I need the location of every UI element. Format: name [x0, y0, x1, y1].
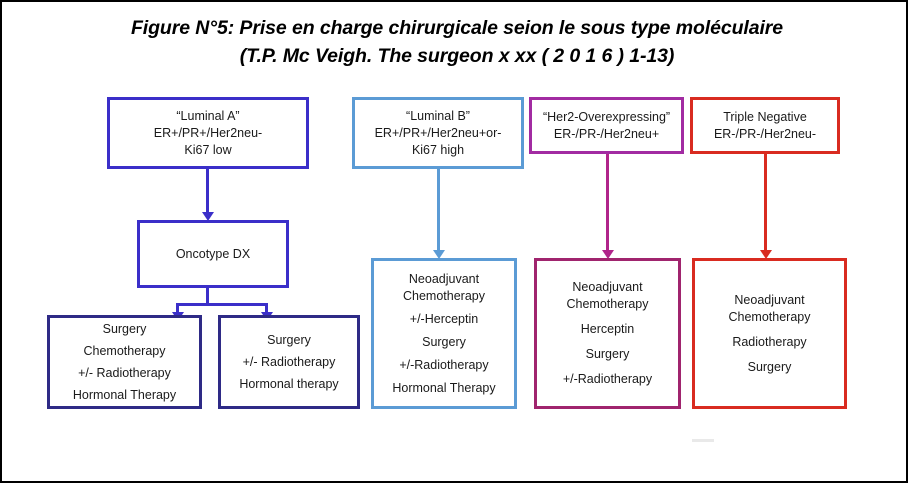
connector-her2-to-treatment: [606, 154, 609, 253]
connector-oncotype-stem: [206, 288, 209, 306]
figure-title: Figure N°5: Prise en charge chirurgicale…: [72, 14, 842, 70]
treatment-tn-line-3: Radiotherapy: [732, 334, 807, 349]
connector-oncotype-left-drop: [176, 303, 179, 315]
subtype-her2-line-2: ER-/PR-/Her2neu+: [553, 126, 660, 141]
treatment-her2-line-5: +/-Radiotherapy: [562, 372, 653, 386]
treatment-tn-line-4: Surgery: [747, 359, 792, 374]
treatment-la-high-line-2: +/- Radiotherapy: [242, 354, 336, 369]
figure-title-line-1: Figure N°5: Prise en charge chirurgicale…: [130, 17, 784, 39]
treatment-tn-line-1: Neoadjuvant: [734, 292, 805, 307]
treatment-la-low-line-2: Chemotherapy: [83, 343, 166, 358]
treatment-lb-line-2: Chemotherapy: [403, 288, 485, 303]
subtype-luminal-a-line-3: Ki67 low: [184, 142, 232, 157]
treatment-lb-line-6: Hormonal Therapy: [392, 380, 496, 395]
arrowhead-her2: [601, 250, 614, 259]
treatment-la-low-line-3: +/- Radiotherapy: [78, 365, 171, 380]
subtype-triple-negative-line-2: ER-/PR-/Her2neu-: [713, 126, 817, 141]
treatment-box-triple-negative: Neoadjuvant Chemotherapy Radiotherapy Su…: [692, 258, 847, 409]
subtype-box-luminal-b: “Luminal B” ER+/PR+/Her2neu+or- Ki67 hig…: [352, 97, 524, 169]
treatment-lb-line-1: Neoadjuvant: [408, 271, 480, 286]
subtype-luminal-a-line-2: ER+/PR+/Her2neu-: [153, 125, 263, 140]
treatment-box-her2: Neoadjuvant Chemotherapy Herceptin Surge…: [534, 258, 681, 409]
subtype-luminal-b-line-1: “Luminal B”: [406, 108, 470, 123]
arrowhead-luminal-a-to-oncotype: [201, 212, 214, 221]
subtype-luminal-a-line-1: “Luminal A”: [176, 108, 240, 123]
page-artifact: [692, 439, 714, 442]
treatment-tn-line-2: Chemotherapy: [728, 309, 811, 324]
connector-luminal-a-to-oncotype: [206, 169, 209, 215]
treatment-la-high-line-1: Surgery: [267, 332, 311, 347]
treatment-her2-line-3: Herceptin: [580, 322, 635, 336]
oncotype-dx-label: Oncotype DX: [175, 246, 251, 261]
treatment-la-low-line-4: Hormonal Therapy: [72, 387, 177, 402]
connector-triple-negative-to-treatment: [764, 154, 767, 253]
treatment-her2-line-4: Surgery: [585, 347, 630, 361]
arrowhead-triple-negative: [759, 250, 772, 259]
treatment-lb-line-3: +/-Herceptin: [409, 311, 479, 326]
treatment-lb-line-5: +/-Radiotherapy: [399, 357, 489, 372]
treatment-box-luminal-b: Neoadjuvant Chemotherapy +/-Herceptin Su…: [371, 258, 517, 409]
treatment-la-high-line-3: Hormonal therapy: [239, 376, 339, 391]
subtype-luminal-b-line-2: ER+/PR+/Her2neu+or-: [374, 125, 502, 140]
subtype-box-her2-overexpressing: “Her2-Overexpressing” ER-/PR-/Her2neu+: [529, 97, 684, 154]
treatment-la-low-line-1: Surgery: [102, 321, 147, 336]
treatment-her2-line-2: Chemotherapy: [566, 297, 649, 311]
treatment-box-luminal-a-low-risk: Surgery Chemotherapy +/- Radiotherapy Ho…: [47, 315, 202, 409]
subtype-box-luminal-a: “Luminal A” ER+/PR+/Her2neu- Ki67 low: [107, 97, 309, 169]
figure-title-line-2: (T.P. Mc Veigh. The surgeon x xx ( 2 0 1…: [239, 45, 675, 67]
oncotype-dx-box: Oncotype DX: [137, 220, 289, 288]
subtype-triple-negative-line-1: Triple Negative: [723, 109, 807, 124]
subtype-luminal-b-line-3: Ki67 high: [411, 142, 465, 157]
subtype-her2-line-1: “Her2-Overexpressing”: [542, 109, 671, 124]
treatment-lb-line-4: Surgery: [422, 334, 466, 349]
connector-oncotype-branch: [176, 303, 268, 306]
subtype-box-triple-negative: Triple Negative ER-/PR-/Her2neu-: [690, 97, 840, 154]
connector-oncotype-right-drop: [265, 303, 268, 315]
treatment-her2-line-1: Neoadjuvant: [572, 280, 643, 294]
connector-luminal-b-to-treatment: [437, 169, 440, 253]
arrowhead-luminal-b: [432, 250, 445, 259]
treatment-box-luminal-a-high-risk: Surgery +/- Radiotherapy Hormonal therap…: [218, 315, 360, 409]
